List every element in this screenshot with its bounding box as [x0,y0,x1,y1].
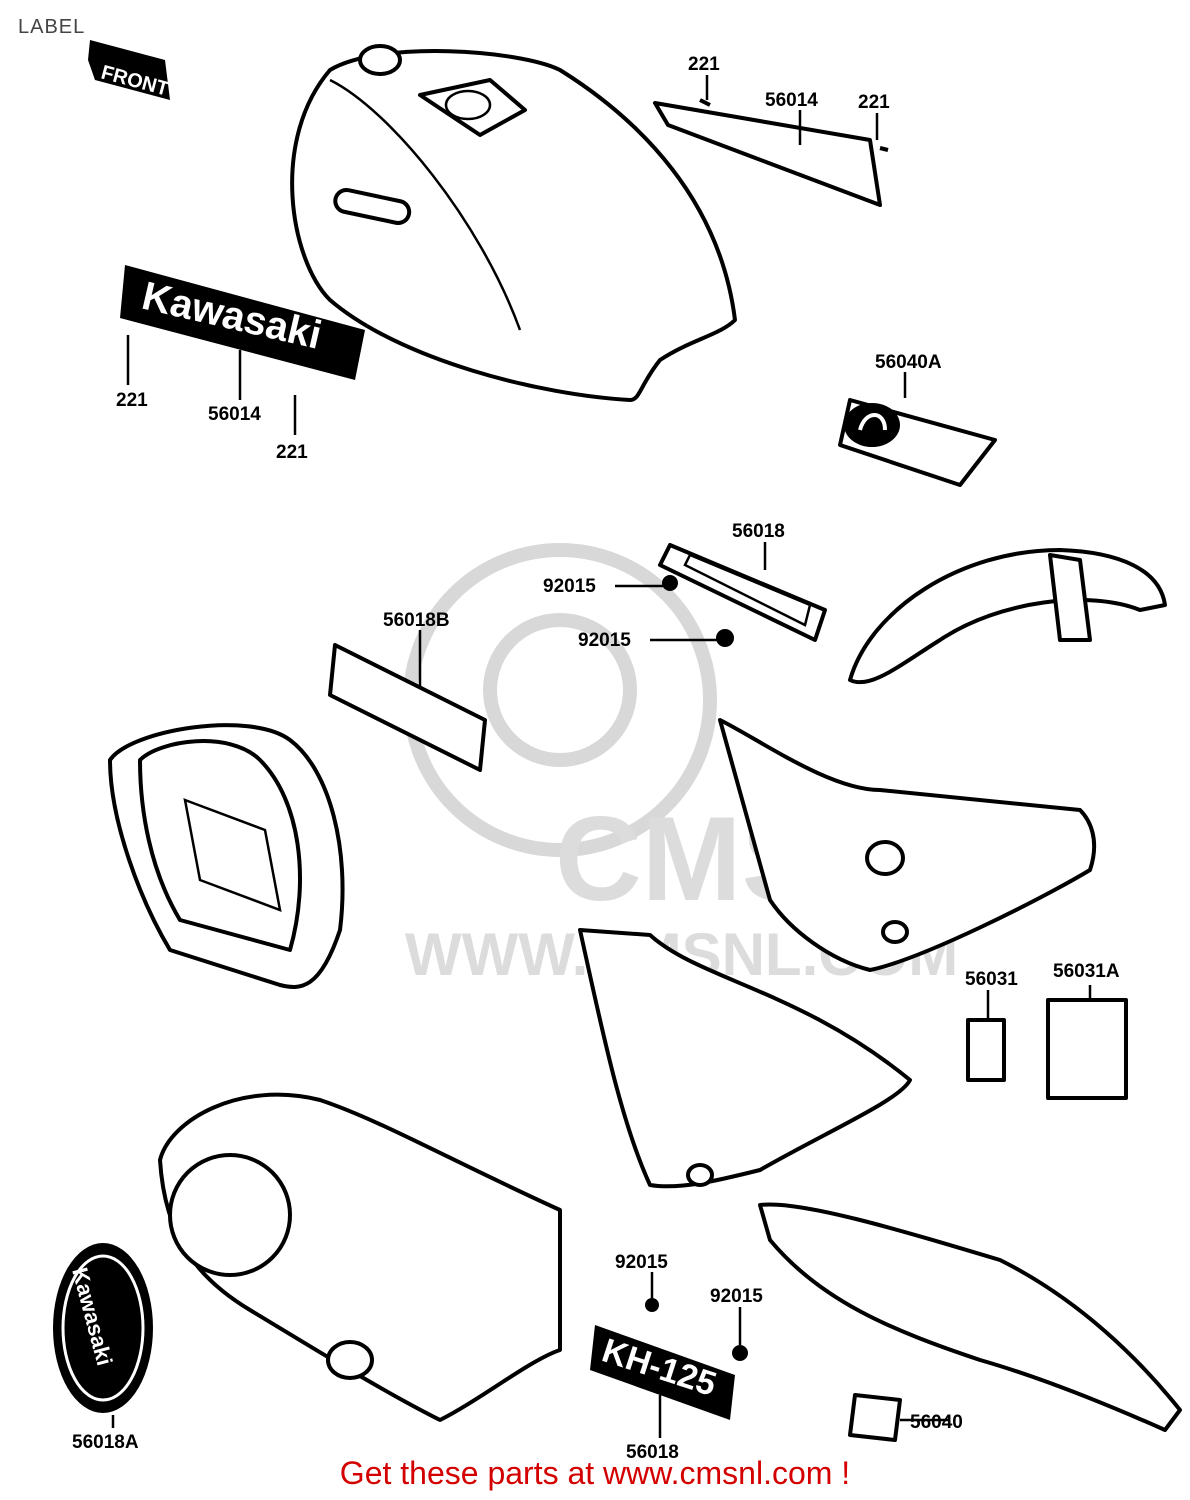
callout-56031a: 56031A [1053,961,1120,982]
callout-56014: 56014 [765,90,818,111]
callout-56018a: 56018A [72,1432,139,1453]
label-56031a [1046,998,1128,1100]
callout-92015: 92015 [615,1252,668,1273]
callout-56018: 56018 [626,1442,679,1463]
caution-label-56040a [838,398,997,487]
model-plate-56018: KH-125 [590,1298,748,1420]
callout-92015: 92015 [578,630,631,651]
callout-221: 221 [276,442,308,463]
callout-56040a: 56040A [875,352,942,373]
kawasaki-emblem-56018a: Kawasaki [53,1243,153,1413]
callout-221: 221 [116,390,148,411]
engine-cover [158,1092,562,1422]
label-56031 [966,1018,1006,1082]
side-cover-right [718,718,1097,972]
rear-fender [848,548,1167,685]
front-decal: FRONT [88,40,171,101]
callout-92015: 92015 [710,1286,763,1307]
page-title: LABEL [18,16,86,38]
reflector-plate-56018 [658,543,827,647]
footer-cta[interactable]: Get these parts at www.cmsnl.com ! [339,1455,851,1491]
callout-92015: 92015 [543,576,596,597]
fuel-tank [290,44,737,402]
callout-56018: 56018 [732,521,785,542]
label-56018b [328,643,487,772]
callout-labels: 221 56014 221 221 56014 221 56040A 56018… [72,54,1120,1463]
side-cover-left [578,928,912,1189]
callout-221: 221 [688,54,720,75]
callout-221: 221 [858,92,890,113]
leader-lines [111,75,1092,1438]
headlight-shell [108,723,345,989]
callout-56040: 56040 [910,1412,963,1433]
label-56040 [848,1393,902,1442]
callout-56018b: 56018B [383,610,450,631]
callout-56031: 56031 [965,969,1018,990]
chain-guard [758,1202,1182,1432]
callout-56014: 56014 [208,404,261,425]
top-plate-56014 [653,98,889,207]
